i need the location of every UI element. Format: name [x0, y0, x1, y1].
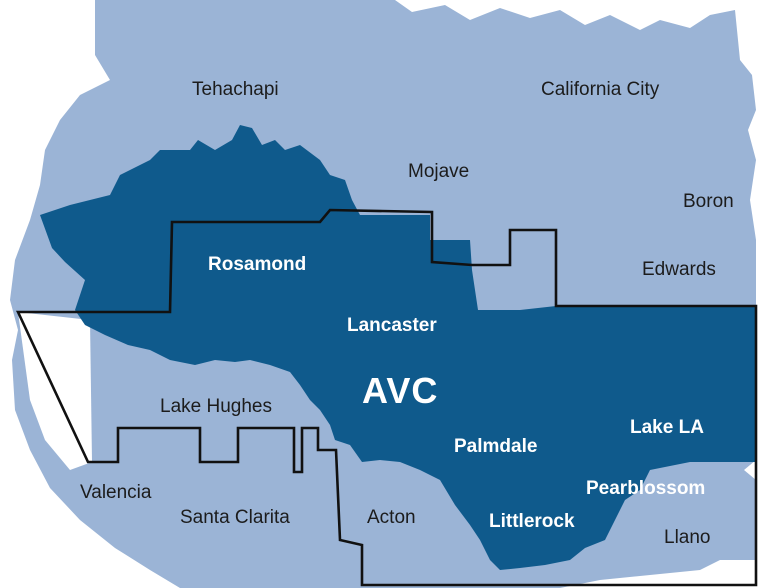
label-edwards: Edwards: [642, 259, 716, 280]
avc-boundary: [15, 208, 758, 587]
label-acton: Acton: [367, 507, 416, 528]
label-santa-clarita: Santa Clarita: [180, 507, 290, 528]
label-boron: Boron: [683, 191, 734, 212]
label-valencia: Valencia: [80, 482, 152, 503]
label-pearblossom: Pearblossom: [586, 478, 706, 499]
avc-service-area: [40, 125, 756, 570]
label-california-city: California City: [541, 79, 660, 100]
label-llano: Llano: [664, 527, 711, 548]
label-lake-hughes: Lake Hughes: [160, 396, 272, 417]
label-rosamond: Rosamond: [208, 254, 307, 275]
label-lancaster: Lancaster: [347, 315, 437, 336]
label-palmdale: Palmdale: [454, 436, 538, 457]
label-mojave: Mojave: [408, 161, 470, 182]
label-tehachapi: Tehachapi: [192, 79, 279, 100]
label-avc: AVC: [362, 370, 439, 411]
label-littlerock: Littlerock: [489, 511, 575, 532]
label-lake-la: Lake LA: [630, 417, 704, 438]
